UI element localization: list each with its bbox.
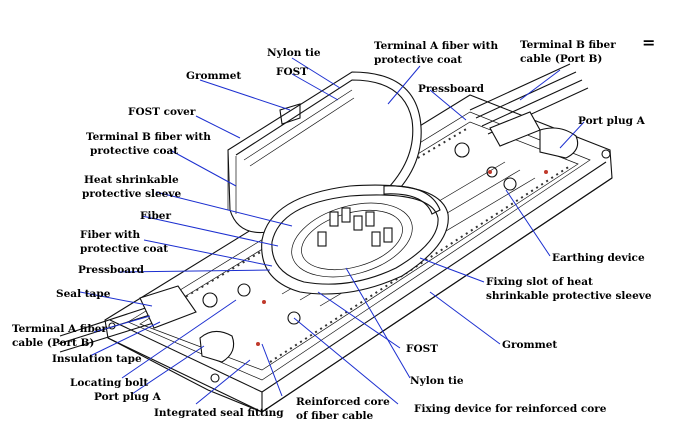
label-terminal-b-cable-2: cable (Port B) — [520, 53, 602, 65]
label-terminal-b-cable-1: Terminal B fiber — [520, 39, 616, 51]
label-nylon-tie-top: Nylon tie — [267, 47, 321, 59]
label-fost-top: FOST — [276, 66, 308, 78]
label-terminal-a-coat-2: protective coat — [374, 54, 462, 66]
label-terminal-a-cable-1: Terminal A fiber — [12, 323, 107, 335]
label-fiber: Fiber — [140, 210, 171, 222]
leader-lines — [79, 57, 585, 405]
label-terminal-b-coat-2: protective coat — [90, 145, 178, 157]
label-fost-bottom: FOST — [406, 343, 438, 355]
label-pressboard-left: Pressboard — [78, 264, 145, 276]
label-fiber-coat-2: protective coat — [80, 243, 168, 255]
label-seal-tape: Seal tape — [56, 288, 111, 300]
label-fost-cover: FOST cover — [128, 106, 196, 118]
label-integrated-seal: Integrated seal fitting — [154, 407, 284, 419]
corner-mark: = — [642, 33, 655, 52]
label-reinforced-core-1: Reinforced core — [296, 396, 390, 408]
label-port-plug-a-right: Port plug A — [578, 115, 646, 127]
fost-tray — [261, 184, 449, 295]
left-cable-entry — [57, 283, 301, 363]
label-fixing-device: Fixing device for reinforced core — [414, 403, 607, 415]
label-reinforced-core-2: of fiber cable — [296, 410, 374, 422]
label-insulation-tape: Insulation tape — [52, 353, 142, 365]
label-port-plug-a-left: Port plug A — [94, 391, 162, 403]
label-heat-sleeve-2: protective sleeve — [82, 188, 181, 200]
label-fixing-slot-2: shrinkable protective sleeve — [486, 290, 652, 302]
label-heat-sleeve-1: Heat shrinkable — [84, 174, 179, 186]
right-cable-entry — [454, 63, 589, 191]
label-grommet-bottom: Grommet — [502, 339, 557, 351]
label-grommet-top: Grommet — [186, 70, 241, 82]
labels: Nylon tie FOST Grommet FOST cover Termin… — [12, 33, 655, 422]
label-locating-bolt: Locating bolt — [70, 377, 148, 389]
label-nylon-tie-bottom: Nylon tie — [410, 375, 464, 387]
label-terminal-a-cable-2: cable (Port B) — [12, 337, 94, 349]
label-terminal-b-coat-1: Terminal B fiber with — [86, 131, 211, 143]
label-fiber-coat-1: Fiber with — [80, 229, 141, 241]
label-fixing-slot-1: Fixing slot of heat — [486, 276, 593, 288]
label-pressboard-top: Pressboard — [418, 83, 485, 95]
label-terminal-a-coat-1: Terminal A fiber with — [374, 40, 499, 52]
label-earthing-device: Earthing device — [552, 252, 645, 264]
